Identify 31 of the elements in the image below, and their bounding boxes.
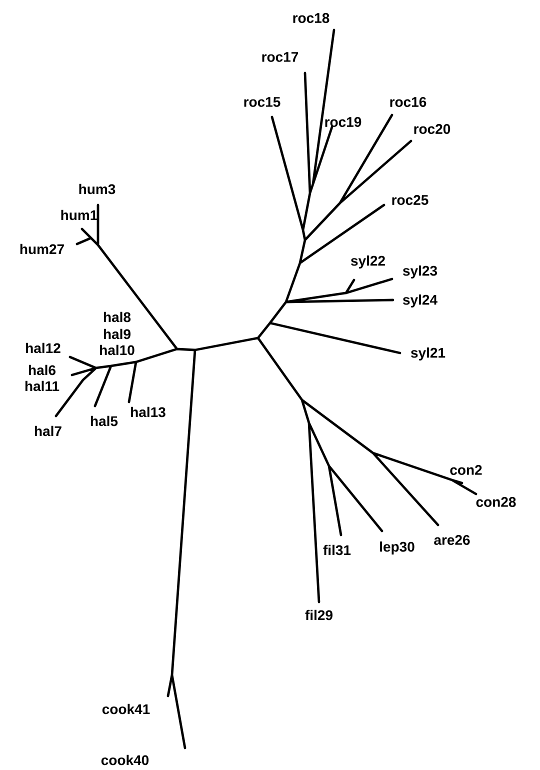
leaf-label: roc19 [325,117,362,127]
leaf-label: lep30 [380,541,414,555]
leaf-label: hal6 [28,364,56,376]
leaf-label: roc20 [414,124,450,134]
leaf-label: roc18 [293,13,330,23]
leaf-label: cook40 [101,754,149,766]
leaf-label: hal5 [90,416,118,426]
leaf-label: hum3 [79,184,116,194]
leaf-label: hal13 [131,406,166,418]
leaf-label: roc25 [392,195,428,205]
leaf-label: fil29 [305,610,332,620]
leaf-label: syl21 [410,347,446,361]
leaf-label: fil31 [323,544,351,556]
leaf-label: syl23 [402,265,437,279]
leaf-label: hal12 [26,342,60,354]
leaf-label: cook41 [102,704,150,714]
leaf-label: roc17 [262,52,298,62]
leaf-label: con28 [476,497,516,507]
leaf-label: syl24 [402,294,438,308]
leaf-label: hal8 [104,312,131,322]
leaf-label: con2 [450,465,482,475]
leaf-label: hal7 [34,426,62,436]
leaf-label: hal11 [25,380,60,392]
leaf-label: roc15 [244,97,280,107]
leaf-label: hum1 [61,210,98,220]
leaf-label: roc16 [390,97,426,107]
leaf-label: hum27 [20,244,64,254]
leaf-label: hal10 [100,344,134,356]
leaf-label: syl22 [350,255,385,269]
leaf-label: hal9 [104,328,130,340]
leaf-label: are26 [434,535,470,545]
